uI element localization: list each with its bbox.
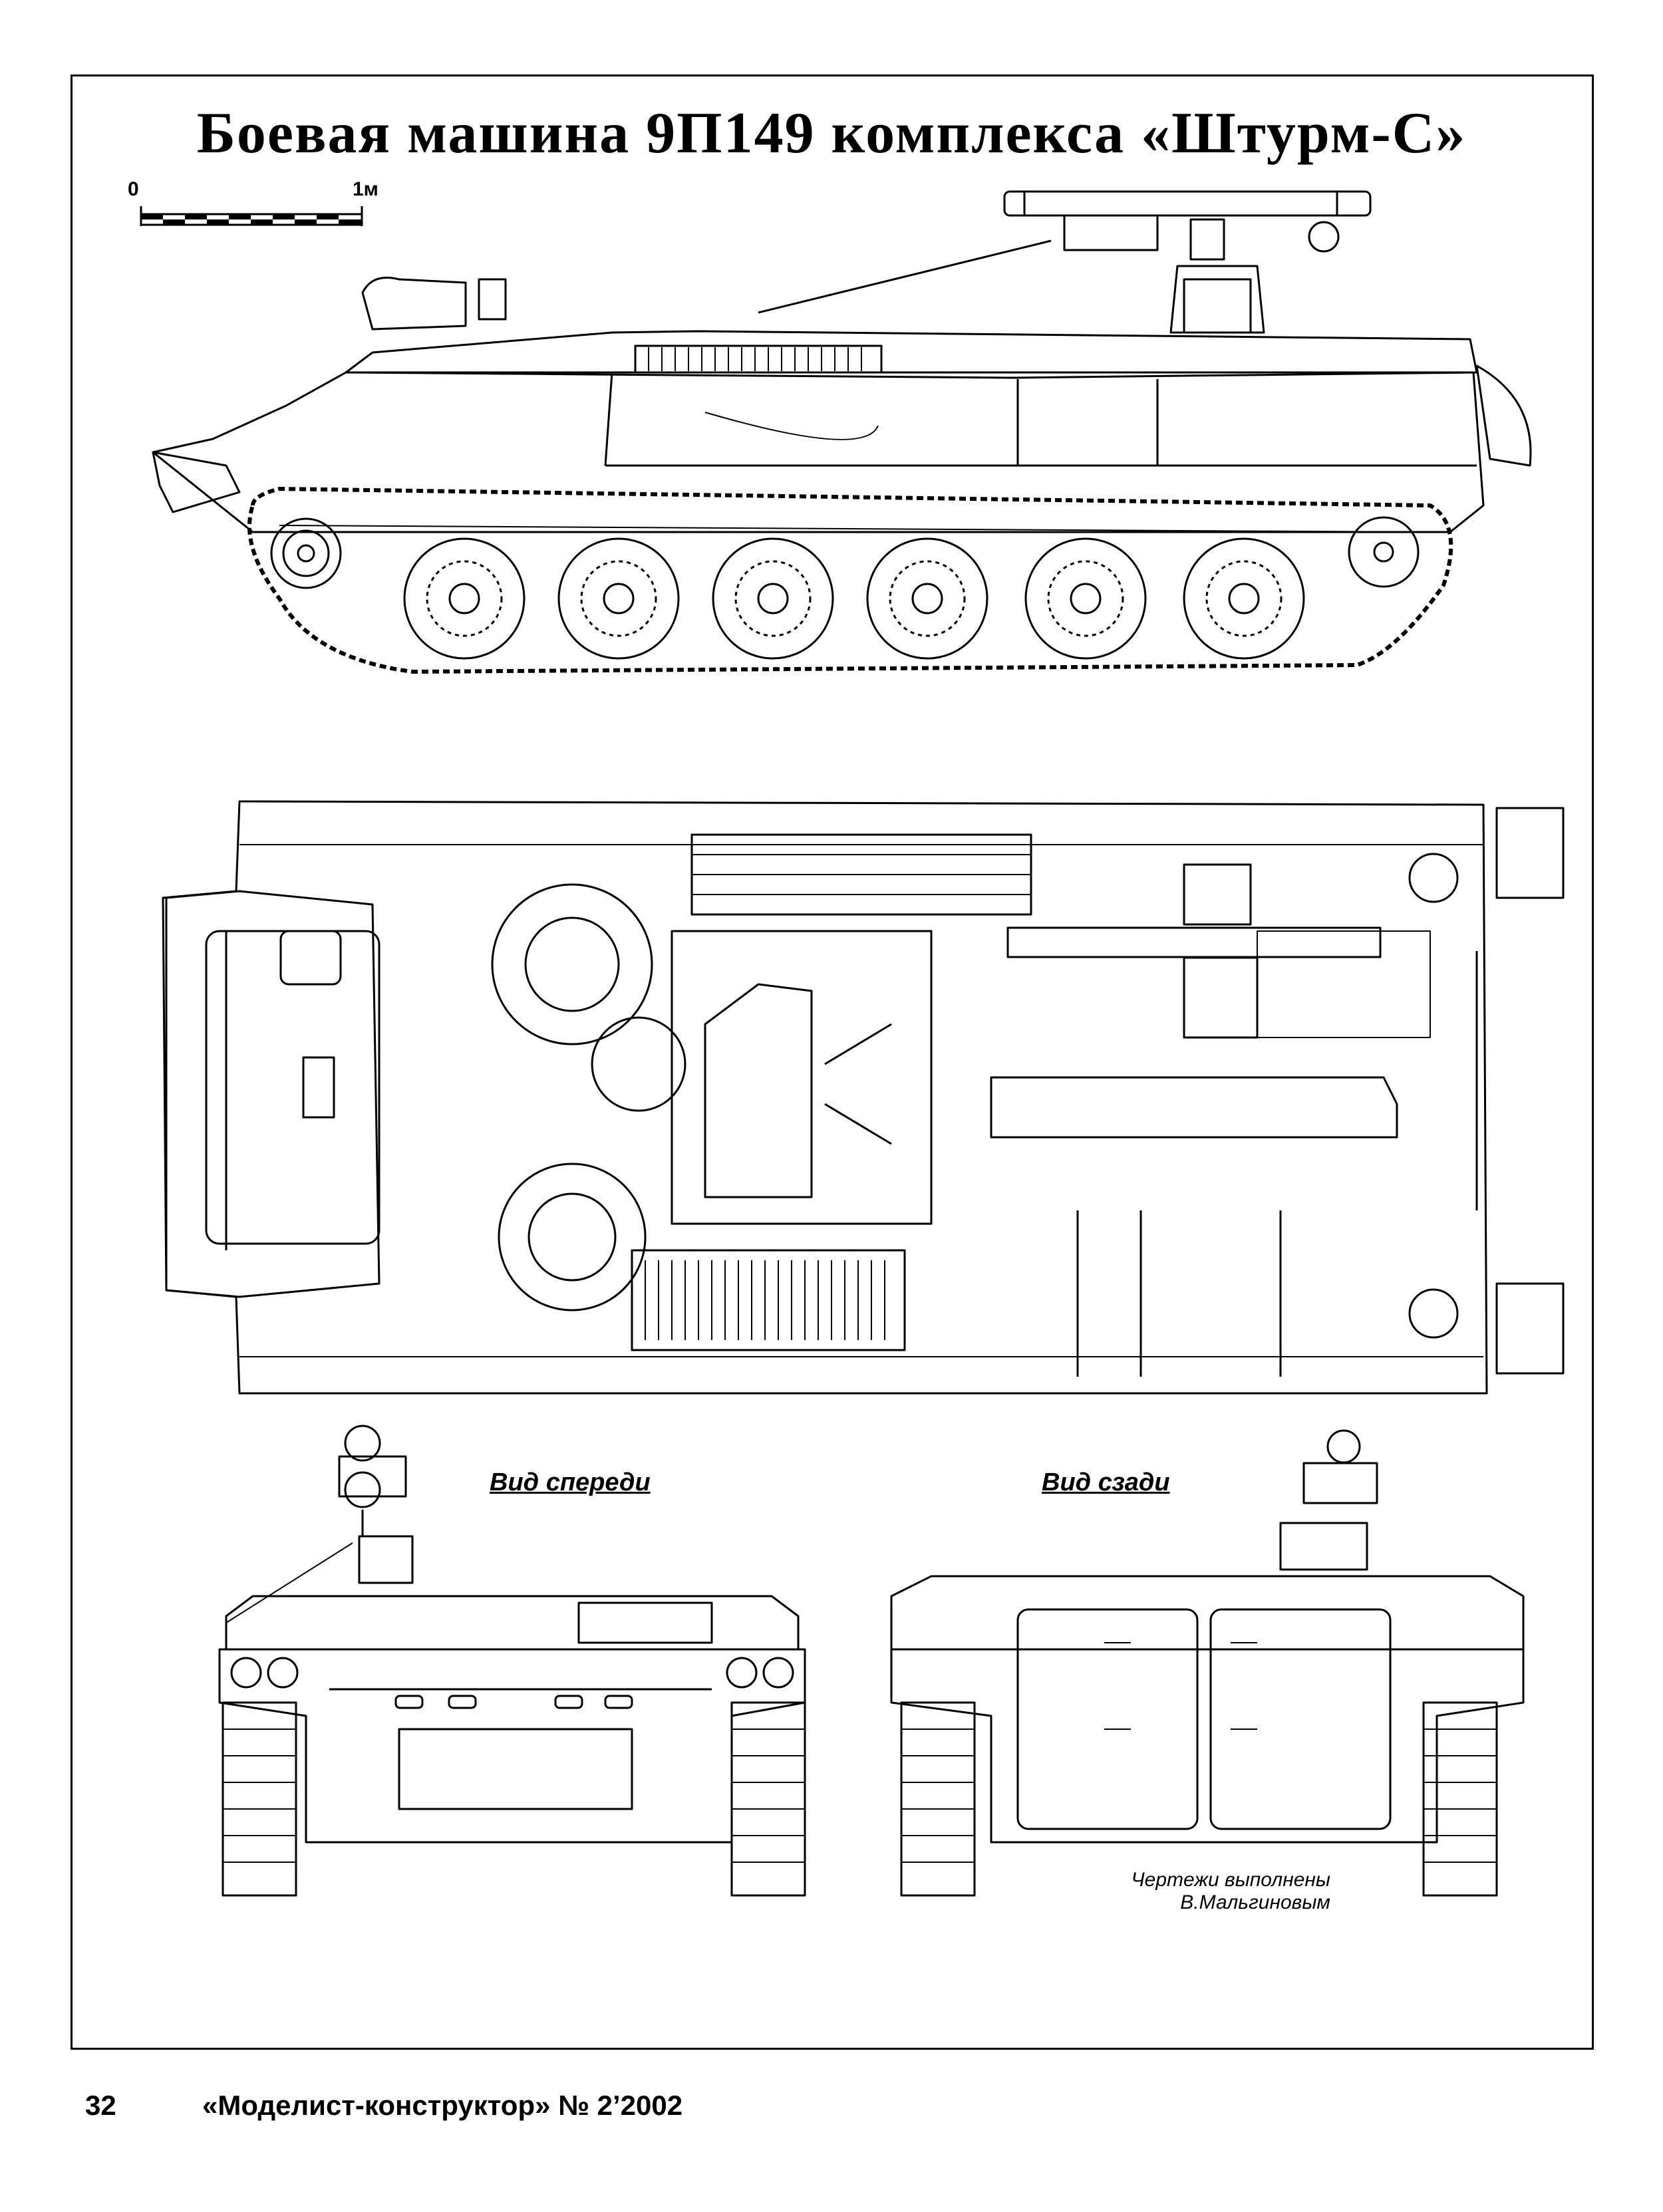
credit-line-1: Чертежи выполнены [1131,1869,1330,1891]
drawing-frame [71,74,1594,2050]
scale-end-label: 1м [353,178,378,200]
road-wheels [404,539,1304,658]
top-view [163,801,1563,1393]
rear-view-label: Вид сзади [1042,1468,1170,1496]
side-view [153,192,1531,672]
front-view [220,1426,805,1895]
front-view-label: Вид спереди [490,1468,651,1496]
drawing-credit: Чертежи выполнены В.Мальгиновым [1051,1869,1330,1914]
scale-start-label: 0 [128,178,139,200]
credit-line-2: В.Мальгиновым [1180,1891,1330,1913]
rear-view [891,1431,1523,1895]
scale-bar [141,206,362,226]
publication-name: «Моделист-конструктор» № 2’2002 [202,2090,683,2121]
page-number: 32 [85,2090,116,2121]
page-title: Боевая машина 9П149 комплекса «Штурм-С» [196,101,1467,166]
